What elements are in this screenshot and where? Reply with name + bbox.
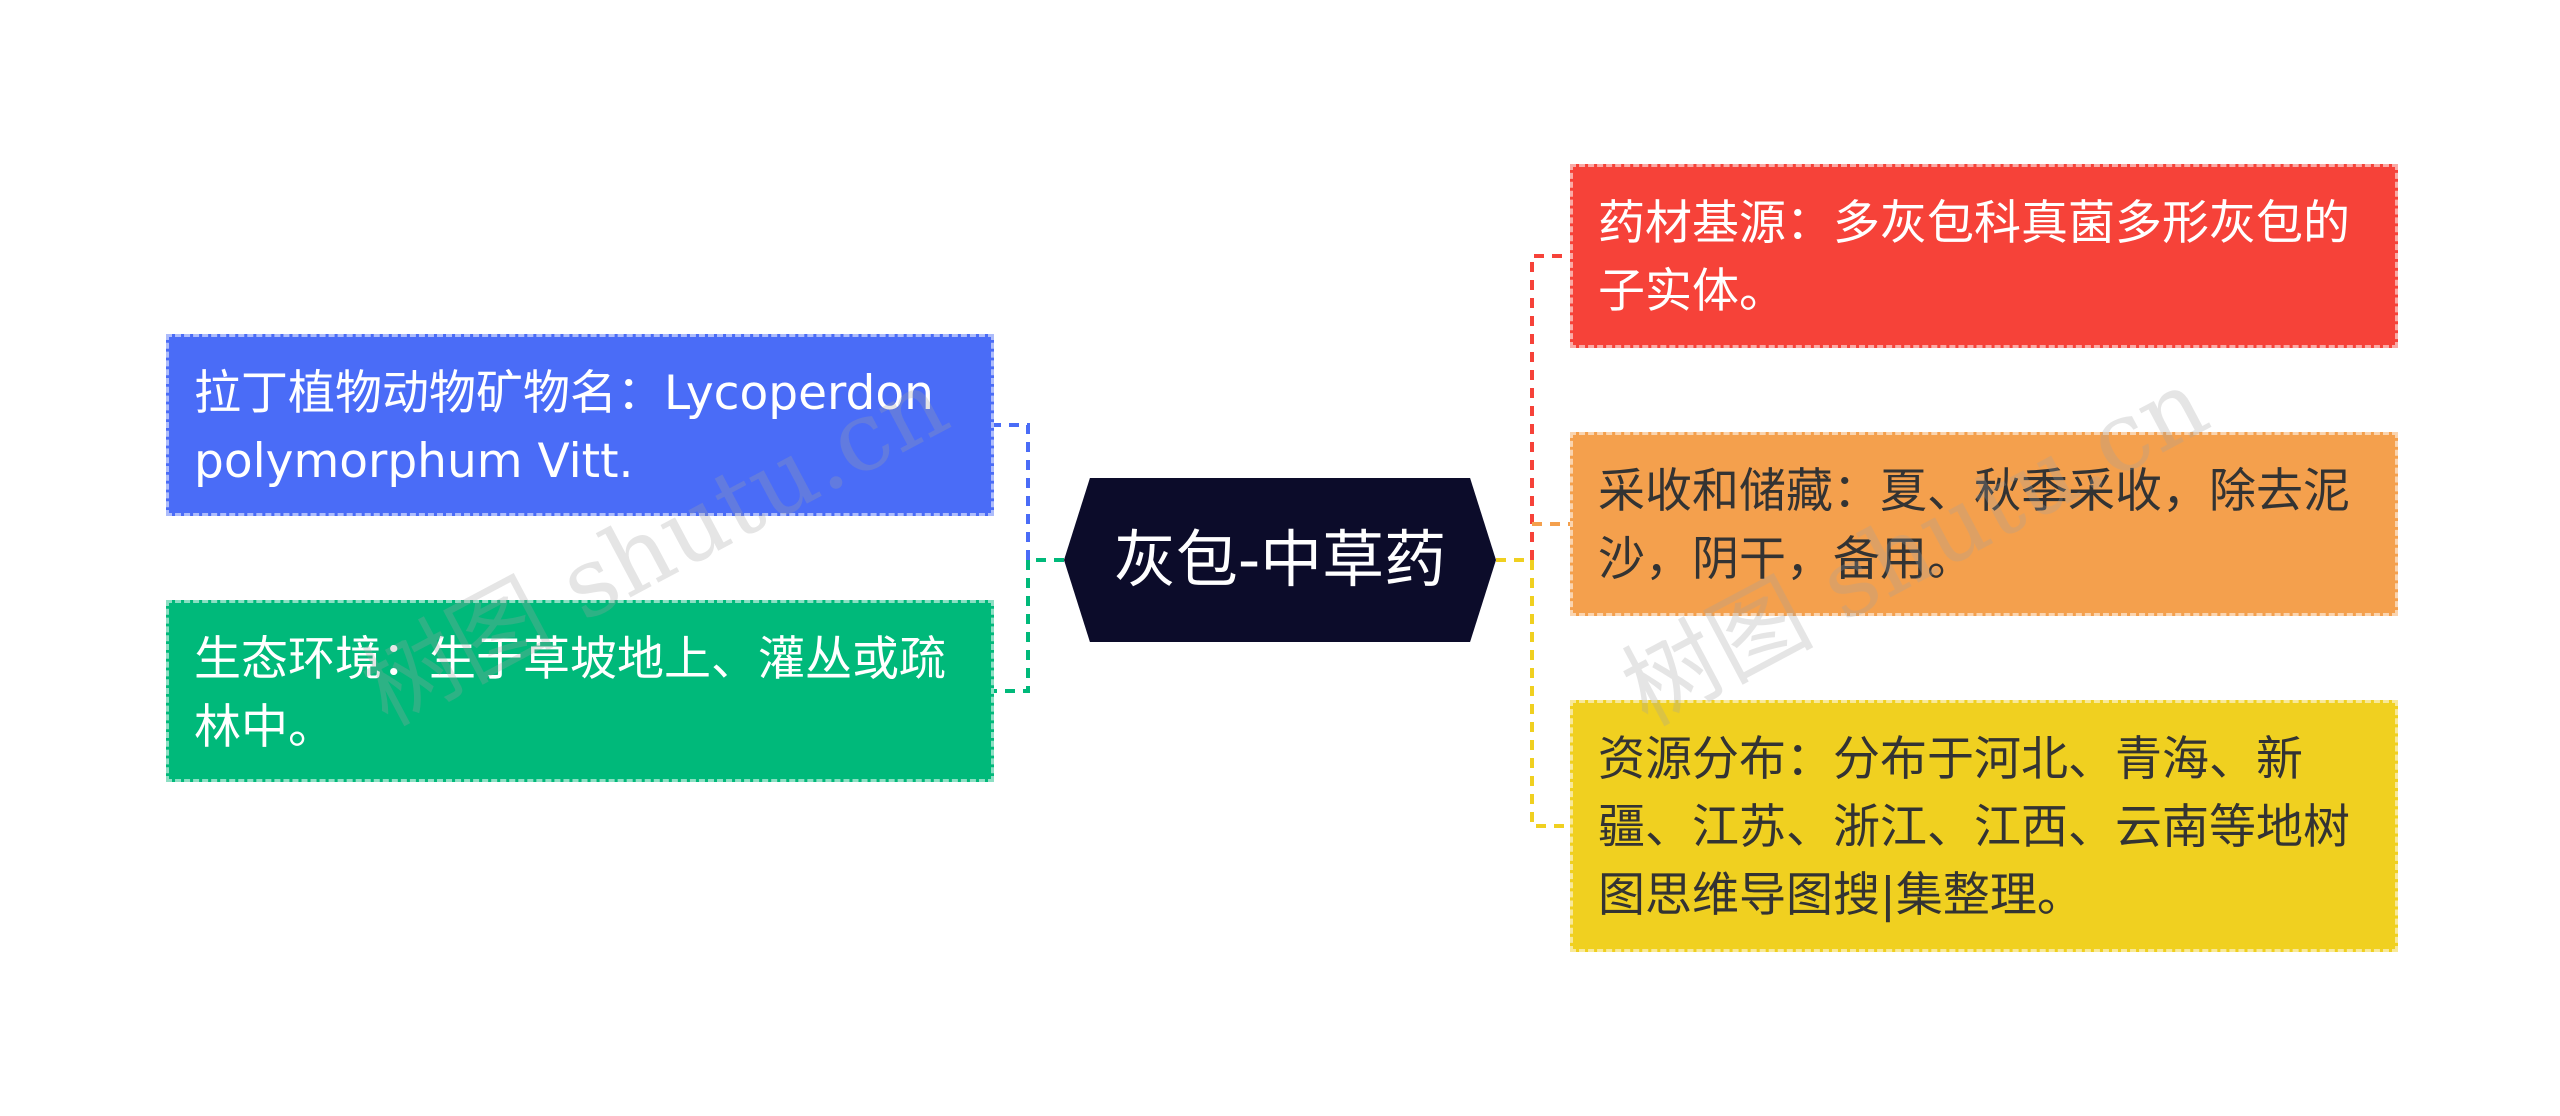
branch-label-medicinal-source: 药材基源：多灰包科真菌多形灰包的子实体。 [1598, 196, 2350, 319]
branch-label-distribution: 资源分布：分布于河北、青海、新疆、江苏、浙江、江西、云南等地树图思维导图搜|集整… [1598, 732, 2350, 923]
connector-left-eco [994, 560, 1030, 693]
connector-right-source [1530, 254, 1570, 560]
branch-label-latin-name: 拉丁植物动物矿物名：Lycoperdon polymorphum Vitt. [194, 366, 934, 489]
central-topic-node[interactable]: 灰包-中草药 [1064, 478, 1496, 642]
central-topic-label: 灰包-中草药 [1113, 523, 1447, 596]
branch-label-ecology: 生态环境：生于草坡地上、灌丛或疏林中。 [194, 632, 946, 755]
branch-label-harvest-storage: 采收和储藏：夏、秋季采收，除去泥沙，阴干，备用。 [1598, 464, 2350, 587]
connector-right-dist [1530, 560, 1570, 828]
right-connectors [1496, 254, 1570, 828]
branch-node-medicinal-source[interactable]: 药材基源：多灰包科真菌多形灰包的子实体。 [1570, 164, 2398, 348]
branch-node-ecology[interactable]: 生态环境：生于草坡地上、灌丛或疏林中。 [166, 600, 994, 782]
branch-node-distribution[interactable]: 资源分布：分布于河北、青海、新疆、江苏、浙江、江西、云南等地树图思维导图搜|集整… [1570, 700, 2398, 952]
branch-node-harvest-storage[interactable]: 采收和储藏：夏、秋季采收，除去泥沙，阴干，备用。 [1570, 432, 2398, 616]
left-connectors [994, 423, 1064, 693]
connector-left-latin [994, 423, 1030, 560]
branch-node-latin-name[interactable]: 拉丁植物动物矿物名：Lycoperdon polymorphum Vitt. [166, 334, 994, 516]
